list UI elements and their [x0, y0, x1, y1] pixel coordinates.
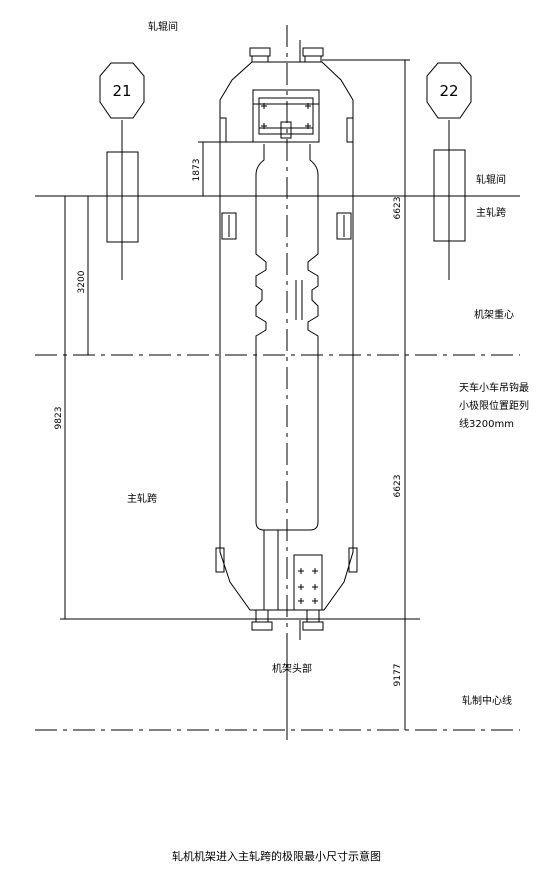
roll-window-bolts — [261, 103, 311, 129]
dim-text-9177: 9177 — [393, 664, 403, 687]
side-lug-top-right — [346, 117, 354, 143]
stand-head-label: 机架头部 — [272, 662, 312, 675]
stand-inner-column — [255, 144, 319, 531]
crane-note-line-3: 线3200mm — [459, 417, 514, 430]
column-22 — [426, 62, 472, 280]
crane-note-line-1: 天车小车吊钩最 — [459, 381, 529, 394]
dim-text-6623-lower: 6623 — [393, 475, 403, 498]
dim-text-9823: 9823 — [54, 407, 64, 430]
dimension-6623-upper — [322, 59, 410, 355]
dim-text-3200: 3200 — [77, 270, 87, 293]
roll-room-label-top: 轧辊间 — [148, 20, 178, 33]
dimension-1873 — [198, 141, 253, 196]
dim-text-1873: 1873 — [192, 159, 202, 182]
column-21-marker — [99, 62, 145, 119]
top-flange-right — [302, 47, 324, 57]
column-21-number: 21 — [112, 82, 131, 100]
diagram-caption: 轧机机架进入主轧跨的极限最小尺寸示意图 — [172, 850, 381, 863]
roll-window — [252, 89, 320, 143]
crane-note-line-2: 小极限位置距列 — [459, 399, 529, 412]
main-bay-label-right: 主轧跨 — [476, 206, 506, 219]
side-lug-bottom-right — [348, 547, 358, 573]
mill-center-label: 轧制中心线 — [462, 694, 512, 707]
stand-center-label: 机架重心 — [474, 308, 514, 321]
column-22-body — [433, 149, 466, 242]
column-22-marker — [426, 62, 472, 119]
side-lug-mid-left — [221, 212, 237, 240]
side-lug-top-left — [219, 117, 227, 143]
bottom-flange-right — [302, 621, 324, 631]
column-22-number: 22 — [439, 82, 458, 100]
top-flange-left — [249, 47, 271, 57]
column-21 — [99, 62, 145, 280]
bottom-flange-left — [251, 621, 273, 631]
stand-head-bolts — [298, 568, 318, 604]
side-lug-mid-right — [336, 212, 352, 240]
roll-room-label-right: 轧辊间 — [476, 173, 506, 186]
column-21-body — [106, 151, 139, 243]
dim-text-6623-upper: 6623 — [393, 197, 403, 220]
side-lug-bottom-left — [215, 547, 225, 573]
main-bay-label-left: 主轧跨 — [127, 492, 157, 505]
stand-head-bracket — [293, 554, 323, 611]
mill-stand-outline — [219, 61, 354, 611]
